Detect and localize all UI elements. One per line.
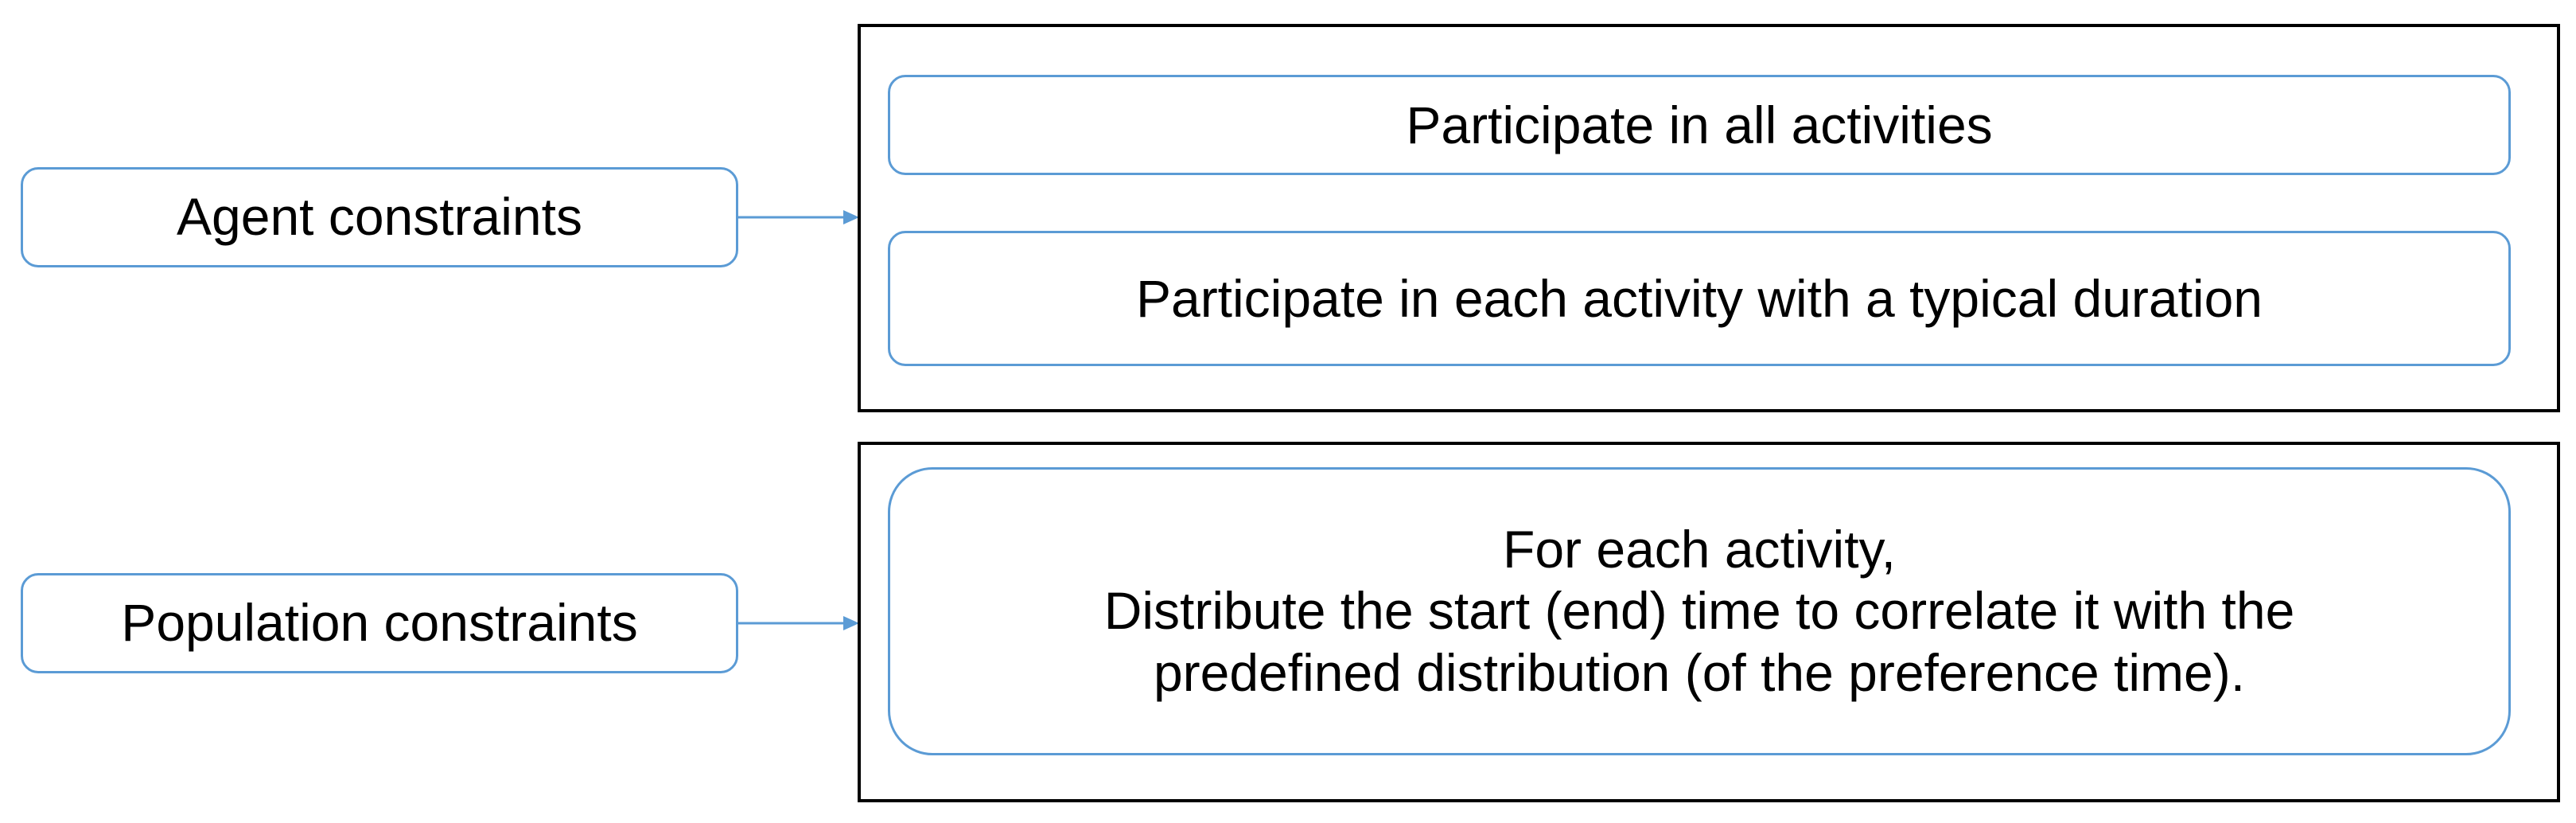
agent-constraint-item: Participate in all activities — [888, 75, 2511, 175]
population-constraint-line: predefined distribution (of the preferen… — [1153, 642, 2246, 702]
population-connector-arrow — [738, 616, 859, 630]
agent-constraints-label: Agent constraints — [177, 187, 582, 247]
agent-constraint-text: Participate in all activities — [1406, 96, 1993, 154]
population-constraints-label: Population constraints — [121, 593, 638, 653]
population-constraint-line: Distribute the start (end) time to corre… — [1103, 581, 2295, 641]
agent-constraint-item: Participate in each activity with a typi… — [888, 231, 2511, 366]
population-constraints-group: For each activity, Distribute the start … — [858, 442, 2560, 802]
agent-connector-arrow — [738, 210, 859, 224]
population-constraints-box: Population constraints — [21, 573, 738, 673]
population-constraint-item: For each activity, Distribute the start … — [888, 467, 2511, 755]
agent-constraint-text: Participate in each activity with a typi… — [1135, 269, 2263, 328]
population-constraint-line: For each activity, — [1503, 520, 1896, 579]
agent-constraints-box: Agent constraints — [21, 167, 738, 267]
agent-constraints-group: Participate in all activities Participat… — [858, 24, 2560, 412]
